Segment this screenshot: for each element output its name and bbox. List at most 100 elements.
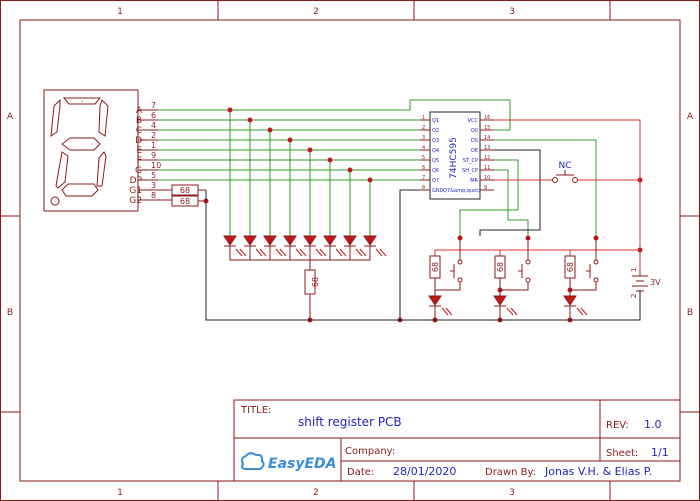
pin-name: F (137, 156, 142, 166)
sheet-label: Sheet: (606, 448, 638, 459)
ic-pin-num: 16 (484, 115, 490, 121)
button-led-wires (434, 306, 571, 320)
col-label-2-bottom: 2 (313, 488, 319, 498)
seg-label-a: a (81, 99, 83, 103)
ic-q7-label: Q7&amp;quot; (443, 188, 480, 194)
segment-wires (158, 99, 597, 236)
row-label-a: A (7, 112, 14, 122)
nc-label: NC (558, 161, 571, 171)
ic-pin-left: Q6 (432, 168, 439, 174)
easyeda-logo (241, 452, 265, 470)
button-groups (429, 238, 599, 296)
ic-pin-left: Q3 (432, 138, 439, 144)
pin-name: G (135, 166, 142, 176)
col-label-3-bottom: 3 (509, 488, 515, 498)
battery-pin2: 2 (630, 294, 638, 298)
ic-pin-num: 5 (422, 155, 425, 161)
pin-name: G1 (129, 186, 142, 196)
ic-pin-left: Q7 (432, 178, 439, 184)
col-label-1: 1 (117, 7, 123, 17)
ic-pin-num: 11 (484, 165, 490, 171)
title-label: TITLE: (240, 405, 271, 416)
rev-value: 1.0 (644, 418, 662, 431)
battery (632, 270, 648, 292)
pin-name: C (136, 126, 142, 136)
button-resistor-1-value: 68 (431, 262, 440, 272)
button-leds (428, 295, 577, 307)
pin-name: A (136, 106, 143, 116)
ic-pin-num: 6 (422, 165, 425, 171)
pin-number: 4 (151, 121, 156, 130)
ground-bus (205, 149, 641, 321)
ic-pin-num: 8 (422, 185, 425, 191)
ic-pin-right: SH_CP (462, 168, 478, 174)
digit-resistors (171, 184, 206, 207)
ic-pin-right: VCC (468, 118, 479, 124)
pin-number: 10 (151, 161, 161, 170)
ic-pin-right: ST_CP (463, 158, 478, 164)
col-label-1-bottom: 1 (117, 488, 123, 498)
drawn-by-label: Drawn By: (485, 467, 536, 478)
resistor-g1-value: 68 (180, 186, 190, 195)
pin-number: 9 (151, 151, 156, 160)
ic-pin-num: 13 (484, 145, 490, 151)
pin-number: 6 (151, 111, 156, 120)
company-label: Company: (345, 446, 395, 457)
pin-number: 8 (151, 191, 156, 200)
ic-pin-num: 10 (484, 175, 490, 181)
pin-number: 2 (151, 131, 156, 140)
button-led-arrows (441, 307, 588, 316)
display-pin-labels: A B C D E F G DP G1 G2 7 6 4 2 1 9 10 5 … (129, 101, 161, 206)
pin-name: D (135, 136, 142, 146)
nc-switch (552, 170, 578, 183)
ic-pin-num: 7 (422, 175, 425, 181)
button-resistor-3-value: 68 (566, 262, 575, 272)
ic-pin-num: 3 (422, 135, 425, 141)
row-label-a-right: A (687, 112, 694, 122)
title-block-frame (233, 399, 681, 482)
led-arrows (235, 248, 387, 257)
col-label-2: 2 (313, 7, 319, 17)
pin-number: 1 (151, 141, 156, 150)
ic-pin-left: Q5 (432, 158, 439, 164)
vcc-wires (434, 119, 641, 270)
ic-pin-num: 12 (484, 155, 490, 161)
date-value: 28/01/2020 (393, 465, 456, 478)
pin-number: 5 (151, 171, 156, 180)
pin-name: E (136, 146, 142, 156)
ic-pin-num: 1 (422, 115, 425, 121)
ic-74hc595 (420, 111, 494, 200)
junction-dots (203, 107, 643, 323)
ic-pin-num: 15 (484, 125, 490, 131)
ic-pin-right: Q0 (471, 128, 478, 134)
pin-number: 7 (151, 101, 156, 110)
row-label-b: B (7, 308, 13, 318)
ic-pin-num: 14 (484, 135, 490, 141)
ic-pin-left: Q4 (432, 148, 439, 154)
ic-pin-left: GND (432, 188, 444, 194)
pin-name: DP (130, 176, 143, 186)
ic-pin-right: OE (471, 148, 478, 154)
col-label-3: 3 (509, 7, 515, 17)
ic-pin-right: MR (470, 178, 478, 184)
resistor-g2-value: 68 (180, 197, 190, 206)
ic-pin-left: Q1 (432, 118, 439, 124)
pin-name: B (136, 116, 142, 126)
date-label: Date: (347, 467, 374, 478)
pin-number: 3 (151, 181, 156, 190)
pin-name: G2 (129, 196, 142, 206)
ic-pin-left: Q2 (432, 128, 439, 134)
battery-pin1: 1 (630, 268, 638, 272)
ic-pin-labels: Q1 Q2 Q3 Q4 Q5 Q6 Q7 GND Q7&amp;quot; VC… (422, 115, 490, 194)
drawn-by-value: Jonas V.H. & Elias P. (544, 465, 652, 478)
sheet-value: 1/1 (651, 446, 669, 459)
ic-name: 74HC595 (449, 137, 459, 179)
ic-pin-num: 9 (484, 185, 487, 191)
easyeda-logo-text: EasyEDA (268, 456, 337, 472)
led-resistor-value: 68 (311, 277, 320, 287)
button-resistor-2-value: 68 (496, 262, 505, 272)
seven-segment-display (43, 89, 172, 212)
ic-pin-num: 2 (422, 125, 425, 131)
page-title: shift register PCB (298, 415, 402, 429)
